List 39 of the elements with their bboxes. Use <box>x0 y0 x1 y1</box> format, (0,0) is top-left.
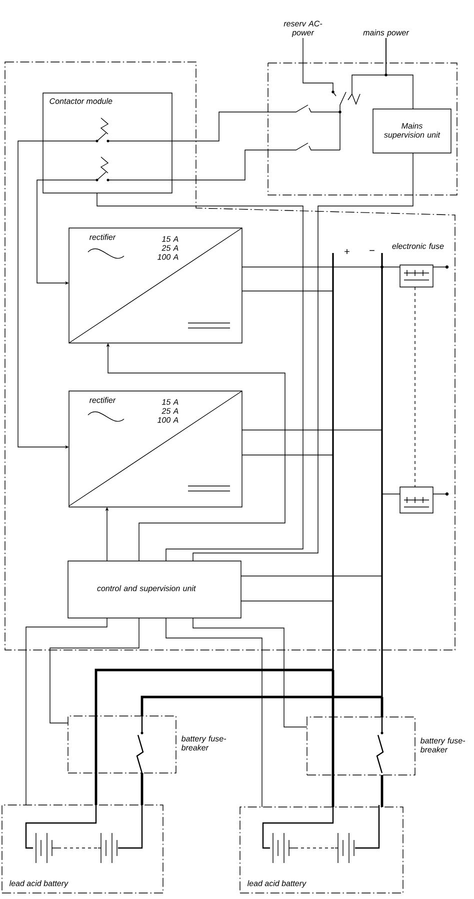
wire <box>242 266 400 268</box>
polarity-sign: + <box>344 249 350 254</box>
wire <box>26 618 108 806</box>
wire <box>140 696 382 716</box>
rectifier-box: rectifier 15 A 25 A 100 A <box>68 390 242 508</box>
wire <box>380 775 384 807</box>
node-label: battery fuse-breaker <box>181 736 226 750</box>
unit-box: control and supervision unit <box>68 560 242 618</box>
wire <box>96 192 304 562</box>
fuse-box <box>400 486 434 514</box>
wire <box>380 697 384 717</box>
wire <box>166 618 262 808</box>
unit-box: Mains supervision unit <box>372 108 452 154</box>
wire <box>94 668 333 805</box>
node-label: electronic fuse <box>392 243 444 249</box>
wire <box>352 38 386 88</box>
wire <box>192 152 414 562</box>
mechanical-link <box>414 286 416 488</box>
terminal-label: mains power <box>363 30 410 37</box>
changeover-switch <box>290 88 360 150</box>
module-box: Contactor module <box>42 92 172 194</box>
fuse-breaker-box: battery fuse-breaker <box>68 716 226 774</box>
fuse-box: electronic fuse <box>392 243 444 288</box>
node-label: battery fuse-breaker <box>420 738 466 752</box>
battery-box: lead acid battery <box>240 806 404 894</box>
fuse-breaker-box: battery fuse-breaker <box>306 716 466 776</box>
wire <box>192 618 308 728</box>
wire <box>172 112 290 142</box>
wire <box>242 290 334 292</box>
wire <box>172 150 290 180</box>
wire <box>332 670 334 807</box>
wire <box>140 773 144 805</box>
wire <box>242 454 334 456</box>
terminal-label: reserv AC-power <box>284 20 322 37</box>
polarity-sign: − <box>370 250 374 251</box>
wire <box>240 600 334 602</box>
battery-box: lead acid battery <box>2 804 164 894</box>
wire <box>302 38 334 88</box>
wire <box>50 618 140 724</box>
